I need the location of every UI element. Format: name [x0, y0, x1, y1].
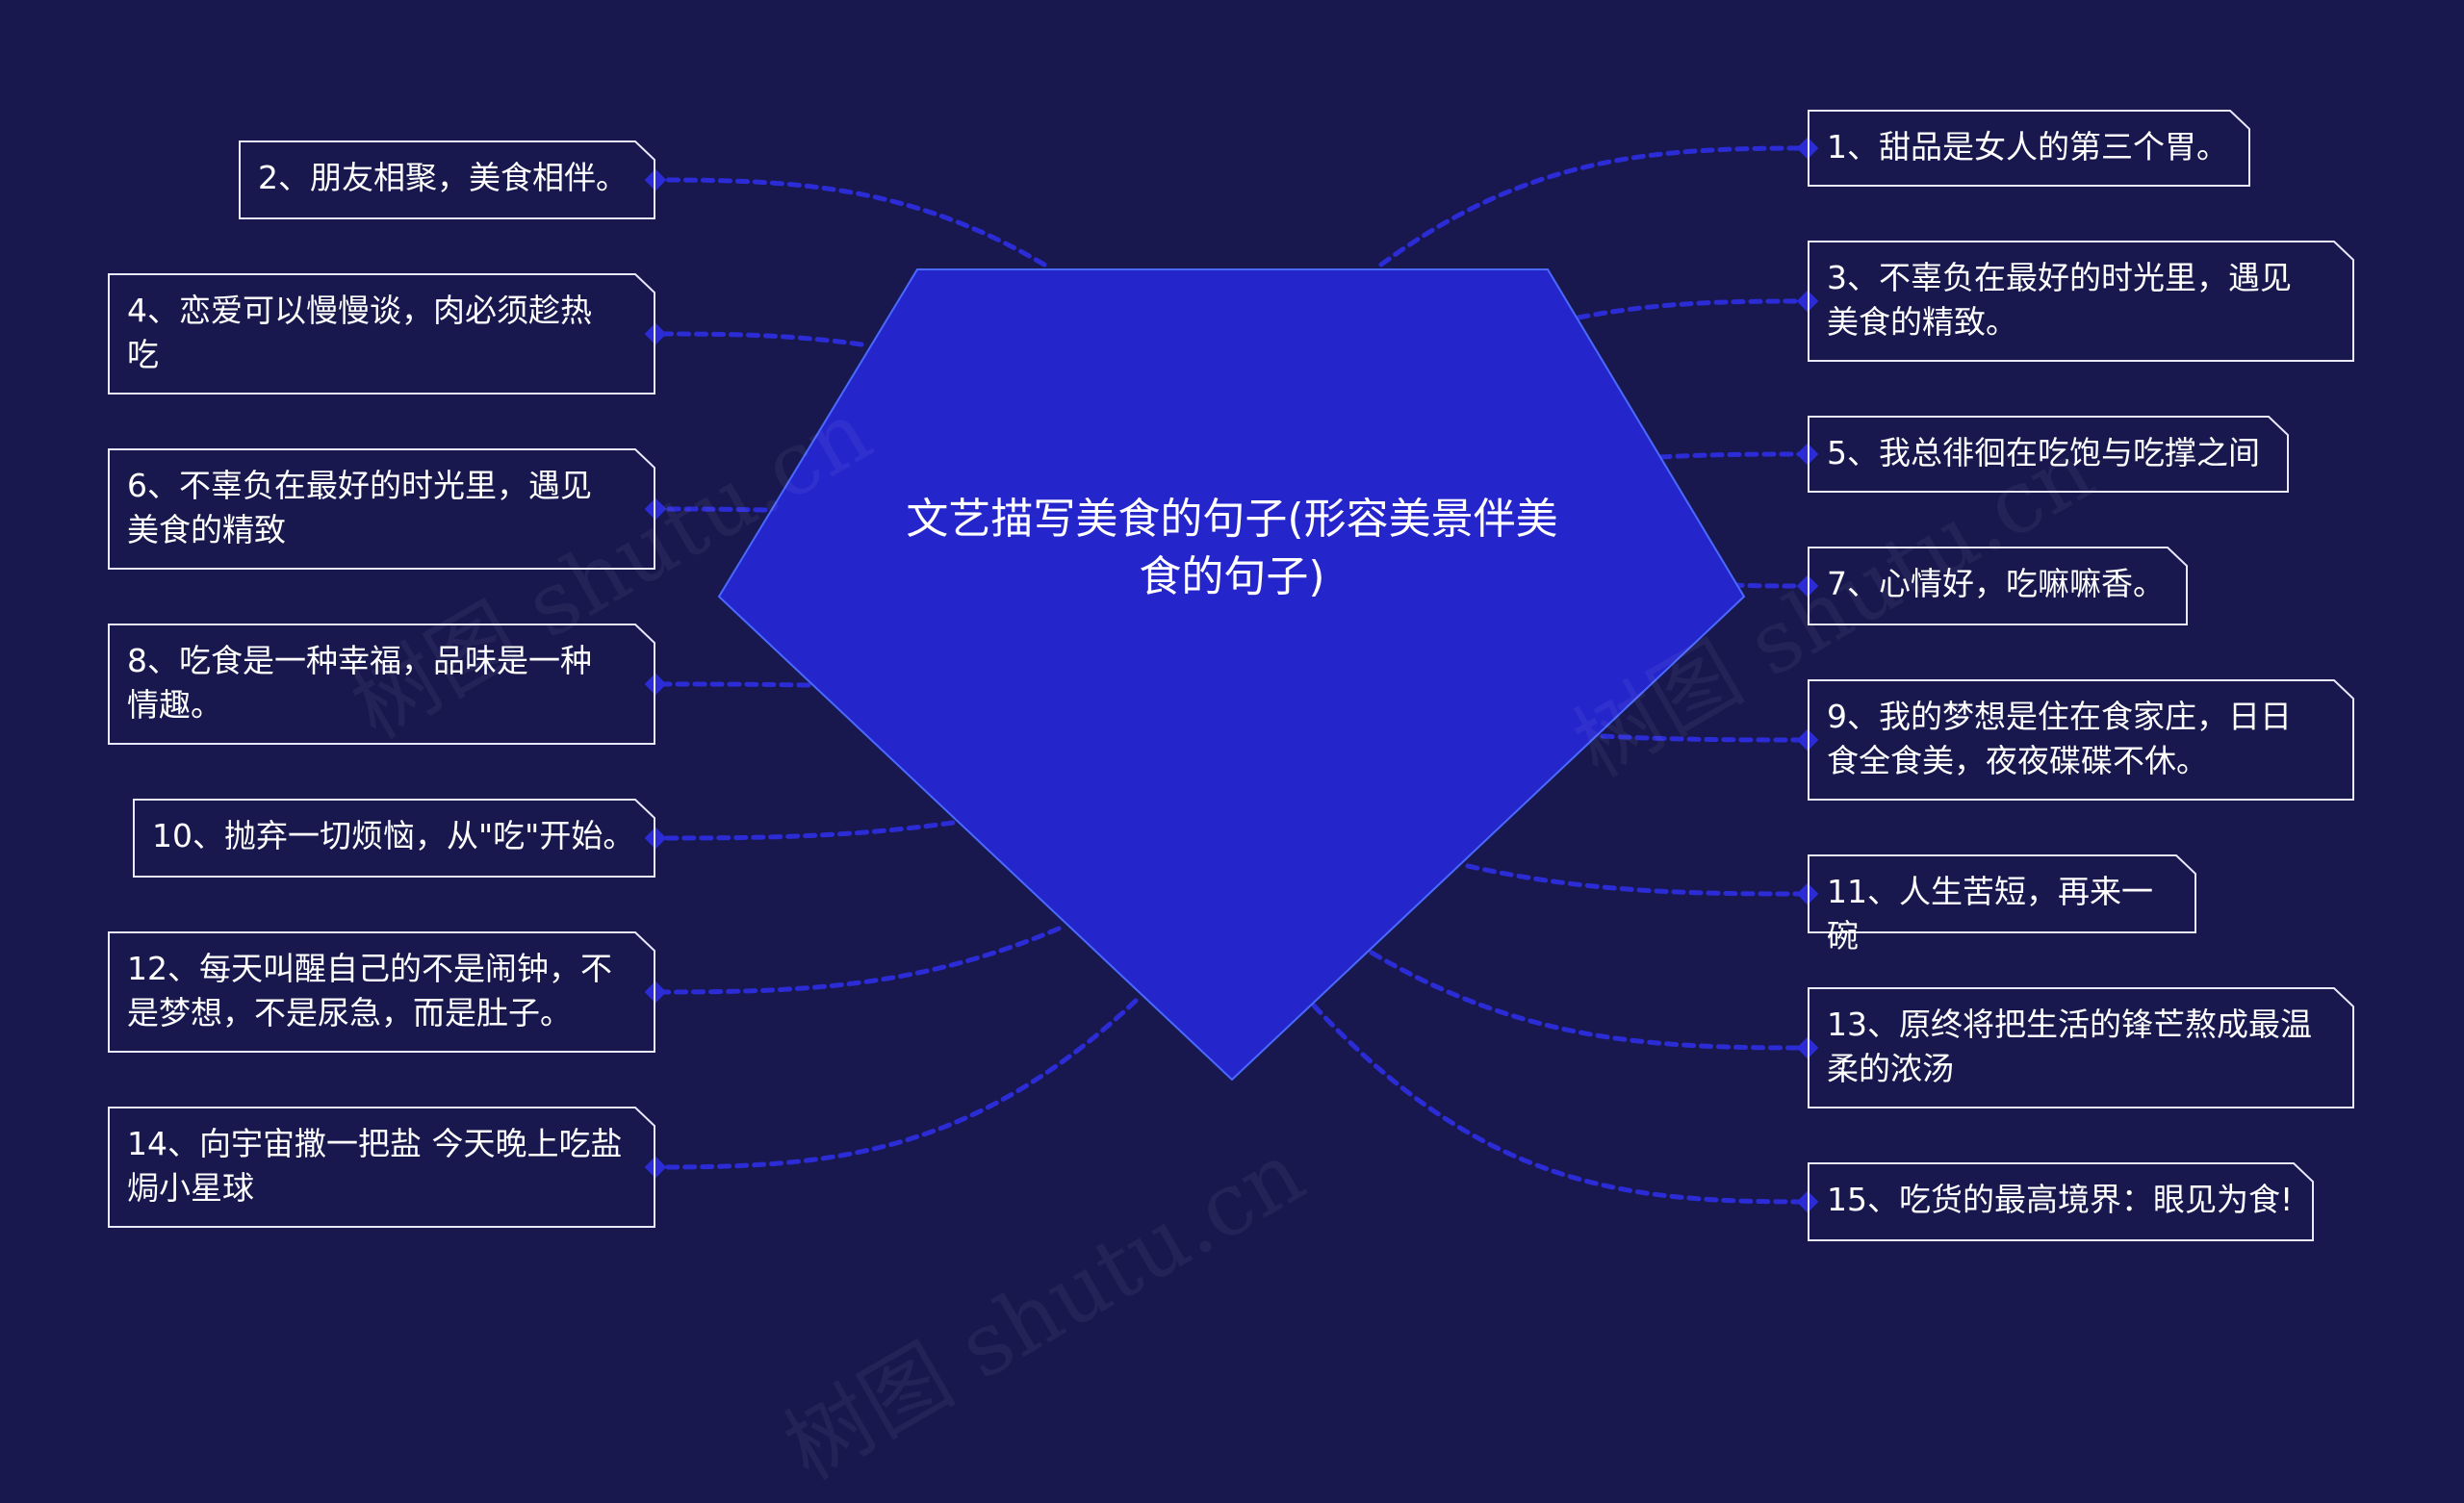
topic-node-15[interactable]: 15、吃货的最高境界：眼见为食! — [1808, 1162, 2314, 1241]
topic-text: 3、不辜负在最好的时光里，遇见 美食的精致。 — [1827, 259, 2292, 341]
connector-15 — [1311, 1003, 1810, 1205]
topic-node-14[interactable]: 14、向宇宙撒一把盐 今天晚上吃盐 焗小星球 — [108, 1107, 655, 1228]
topic-node-11[interactable]: 11、人生苦短，再来一碗 — [1808, 854, 2196, 955]
topic-frame — [108, 1107, 655, 1228]
topic-text: 13、原终将把生活的锋芒熬成最温 柔的浓汤 — [1827, 1006, 2312, 1087]
topic-frame — [1808, 1162, 2314, 1241]
topic-text: 7、心情好，吃嘛嘛香。 — [1827, 565, 2165, 602]
connector-layer — [644, 137, 1819, 1213]
topic-node-8[interactable]: 8、吃食是一种幸福，品味是一种 情趣。 — [108, 624, 655, 745]
topic-frame — [108, 931, 655, 1053]
topic-node-9[interactable]: 9、我的梦想是住在食家庄，日日 食全食美，夜夜碟碟不休。 — [1808, 679, 2354, 801]
topic-frame — [1808, 110, 2250, 187]
connector-3 — [1576, 298, 1810, 320]
connector-12 — [653, 926, 1062, 995]
topic-node-4[interactable]: 4、恋爱可以慢慢谈，肉必须趁热 吃 — [108, 273, 655, 395]
connector-4 — [653, 331, 864, 347]
topic-frame — [108, 624, 655, 745]
connector-2 — [653, 177, 1047, 267]
topic-frame — [1808, 416, 2289, 493]
central-topic-shape — [717, 268, 1746, 1082]
connector-9 — [1600, 733, 1810, 743]
topic-node-2[interactable]: 2、朋友相聚，美食相伴。 — [239, 140, 655, 219]
topic-node-6[interactable]: 6、不辜负在最好的时光里，遇见 美食的精致 — [108, 448, 655, 570]
connector-13 — [1369, 950, 1810, 1051]
topic-node-1[interactable]: 1、甜品是女人的第三个胃。 — [1808, 110, 2250, 187]
connector-8 — [653, 681, 811, 688]
topic-frame — [1808, 679, 2354, 801]
topic-text: 15、吃货的最高境界：眼见为食! — [1827, 1181, 2294, 1218]
topic-text: 11、人生苦短，再来一碗 — [1827, 873, 2153, 955]
topic-node-3[interactable]: 3、不辜负在最好的时光里，遇见 美食的精致。 — [1808, 241, 2354, 362]
topic-frame — [108, 273, 655, 395]
topic-text: 6、不辜负在最好的时光里，遇见 美食的精致 — [127, 467, 592, 548]
topic-node-12[interactable]: 12、每天叫醒自己的不是闹钟，不 是梦想，不是尿急，而是肚子。 — [108, 931, 655, 1053]
topic-text: 4、恋爱可以慢慢谈，肉必须趁热 吃 — [127, 292, 592, 373]
topic-frame — [1808, 547, 2188, 625]
topic-frame — [108, 448, 655, 570]
topic-node-5[interactable]: 5、我总徘徊在吃饱与吃撑之间 — [1808, 416, 2289, 493]
topic-frame — [1808, 854, 2196, 933]
connector-5 — [1657, 451, 1810, 460]
topic-text: 1、甜品是女人的第三个胃。 — [1827, 128, 2228, 166]
topic-text: 12、每天叫醒自己的不是闹钟，不 是梦想，不是尿急，而是肚子。 — [127, 950, 612, 1032]
topic-text: 2、朋友相聚，美食相伴。 — [258, 159, 628, 196]
connector-6 — [653, 506, 768, 513]
topic-node-13[interactable]: 13、原终将把生活的锋芒熬成最温 柔的浓汤 — [1808, 987, 2354, 1108]
connector-1 — [1378, 145, 1810, 267]
topic-frame — [239, 140, 655, 219]
topic-text: 10、抛弃一切烦恼，从"吃"开始。 — [152, 817, 635, 854]
topic-text: 9、我的梦想是住在食家庄，日日 食全食美，夜夜碟碟不休。 — [1827, 698, 2292, 779]
topic-text: 14、向宇宙撒一把盐 今天晚上吃盐 焗小星球 — [127, 1125, 623, 1207]
topic-text: 5、我总徘徊在吃饱与吃撑之间 — [1827, 434, 2260, 471]
connector-14 — [653, 998, 1139, 1170]
connector-11 — [1465, 863, 1810, 897]
topic-node-7[interactable]: 7、心情好，吃嘛嘛香。 — [1808, 547, 2188, 625]
topic-text: 8、吃食是一种幸福，品味是一种 情趣。 — [127, 642, 592, 724]
topic-frame — [1808, 241, 2354, 362]
central-topic-title: 文艺描写美食的句子(形容美景伴美食的句子) — [906, 495, 1558, 601]
connector-10 — [653, 820, 956, 841]
topic-frame — [133, 799, 655, 878]
topic-frame — [1808, 987, 2354, 1108]
topic-node-10[interactable]: 10、抛弃一切烦恼，从"吃"开始。 — [133, 799, 655, 878]
